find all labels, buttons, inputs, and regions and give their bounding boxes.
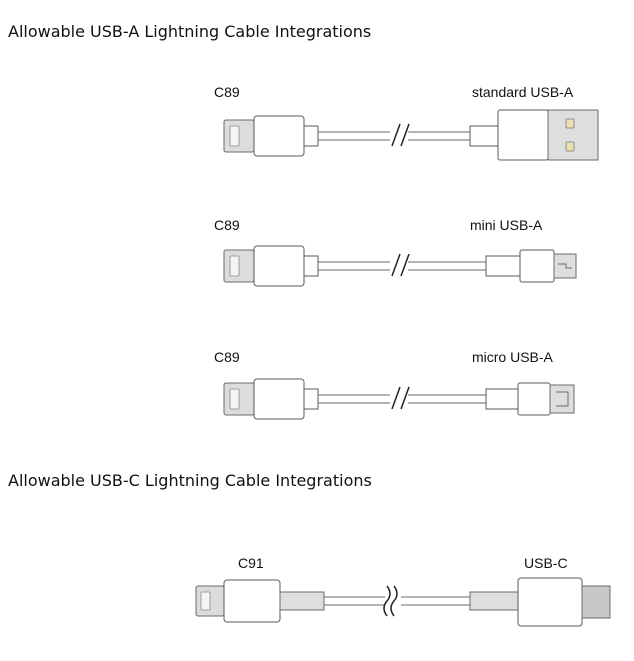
cable-c91-usb-c: C91 USB-C: [195, 555, 611, 627]
strain-relief-icon: [485, 255, 521, 277]
mini-usb-contact-icon: [558, 263, 572, 269]
usb-a-contact-icon: [565, 141, 575, 152]
cable-c89-micro-usb-a: C89 micro USB-A: [214, 349, 575, 420]
cable-c89-mini-usb-a: C89 mini USB-A: [214, 217, 577, 287]
cable-right-label: micro USB-A: [472, 349, 554, 365]
lightning-housing-icon: [253, 245, 305, 287]
cable-break-icon: [391, 386, 410, 410]
cable-break-icon: [383, 585, 398, 617]
mini-usb-plug-icon: [553, 253, 577, 279]
cable-left-label: C91: [238, 555, 264, 571]
strain-relief-icon: [469, 125, 499, 147]
cable-right-label: USB-C: [524, 555, 568, 571]
cable-wire: [318, 131, 470, 141]
strain-relief-icon: [303, 125, 319, 147]
strain-relief-icon: [279, 591, 325, 611]
lightning-housing-icon: [253, 115, 305, 157]
usb-c-section-title: Allowable USB-C Lightning Cable Integrat…: [8, 471, 372, 490]
usb-c-housing-icon: [517, 577, 583, 627]
lightning-pin-icon: [229, 388, 240, 410]
strain-relief-icon: [485, 388, 519, 410]
usb-c-plug-icon: [581, 585, 611, 619]
mini-usb-housing-icon: [519, 249, 555, 283]
lightning-pin-icon: [229, 255, 240, 277]
cable-wire: [318, 394, 486, 404]
micro-usb-plug-icon: [549, 384, 575, 414]
cable-right-label: standard USB-A: [472, 84, 574, 100]
cable-break-icon: [391, 123, 410, 147]
lightning-housing-icon: [223, 579, 281, 623]
cable-c89-standard-usb-a: C89 standard USB-A: [214, 84, 599, 161]
cable-right-label: mini USB-A: [470, 217, 543, 233]
strain-relief-icon: [303, 388, 319, 410]
lightning-pin-icon: [200, 591, 211, 611]
strain-relief-icon: [303, 255, 319, 277]
cable-left-label: C89: [214, 84, 240, 100]
cable-wire: [324, 596, 470, 606]
usb-a-plug-icon: [547, 109, 599, 161]
strain-relief-icon: [469, 591, 519, 611]
cable-left-label: C89: [214, 217, 240, 233]
usb-a-housing-icon: [497, 109, 549, 161]
usb-a-section-title: Allowable USB-A Lightning Cable Integrat…: [8, 22, 372, 41]
lightning-housing-icon: [253, 378, 305, 420]
lightning-pin-icon: [229, 125, 240, 147]
micro-usb-housing-icon: [517, 382, 551, 416]
cable-left-label: C89: [214, 349, 240, 365]
usb-a-contact-icon: [565, 118, 575, 129]
cable-wire: [318, 261, 486, 271]
micro-usb-contact-icon: [556, 391, 569, 407]
cable-break-icon: [391, 253, 410, 277]
